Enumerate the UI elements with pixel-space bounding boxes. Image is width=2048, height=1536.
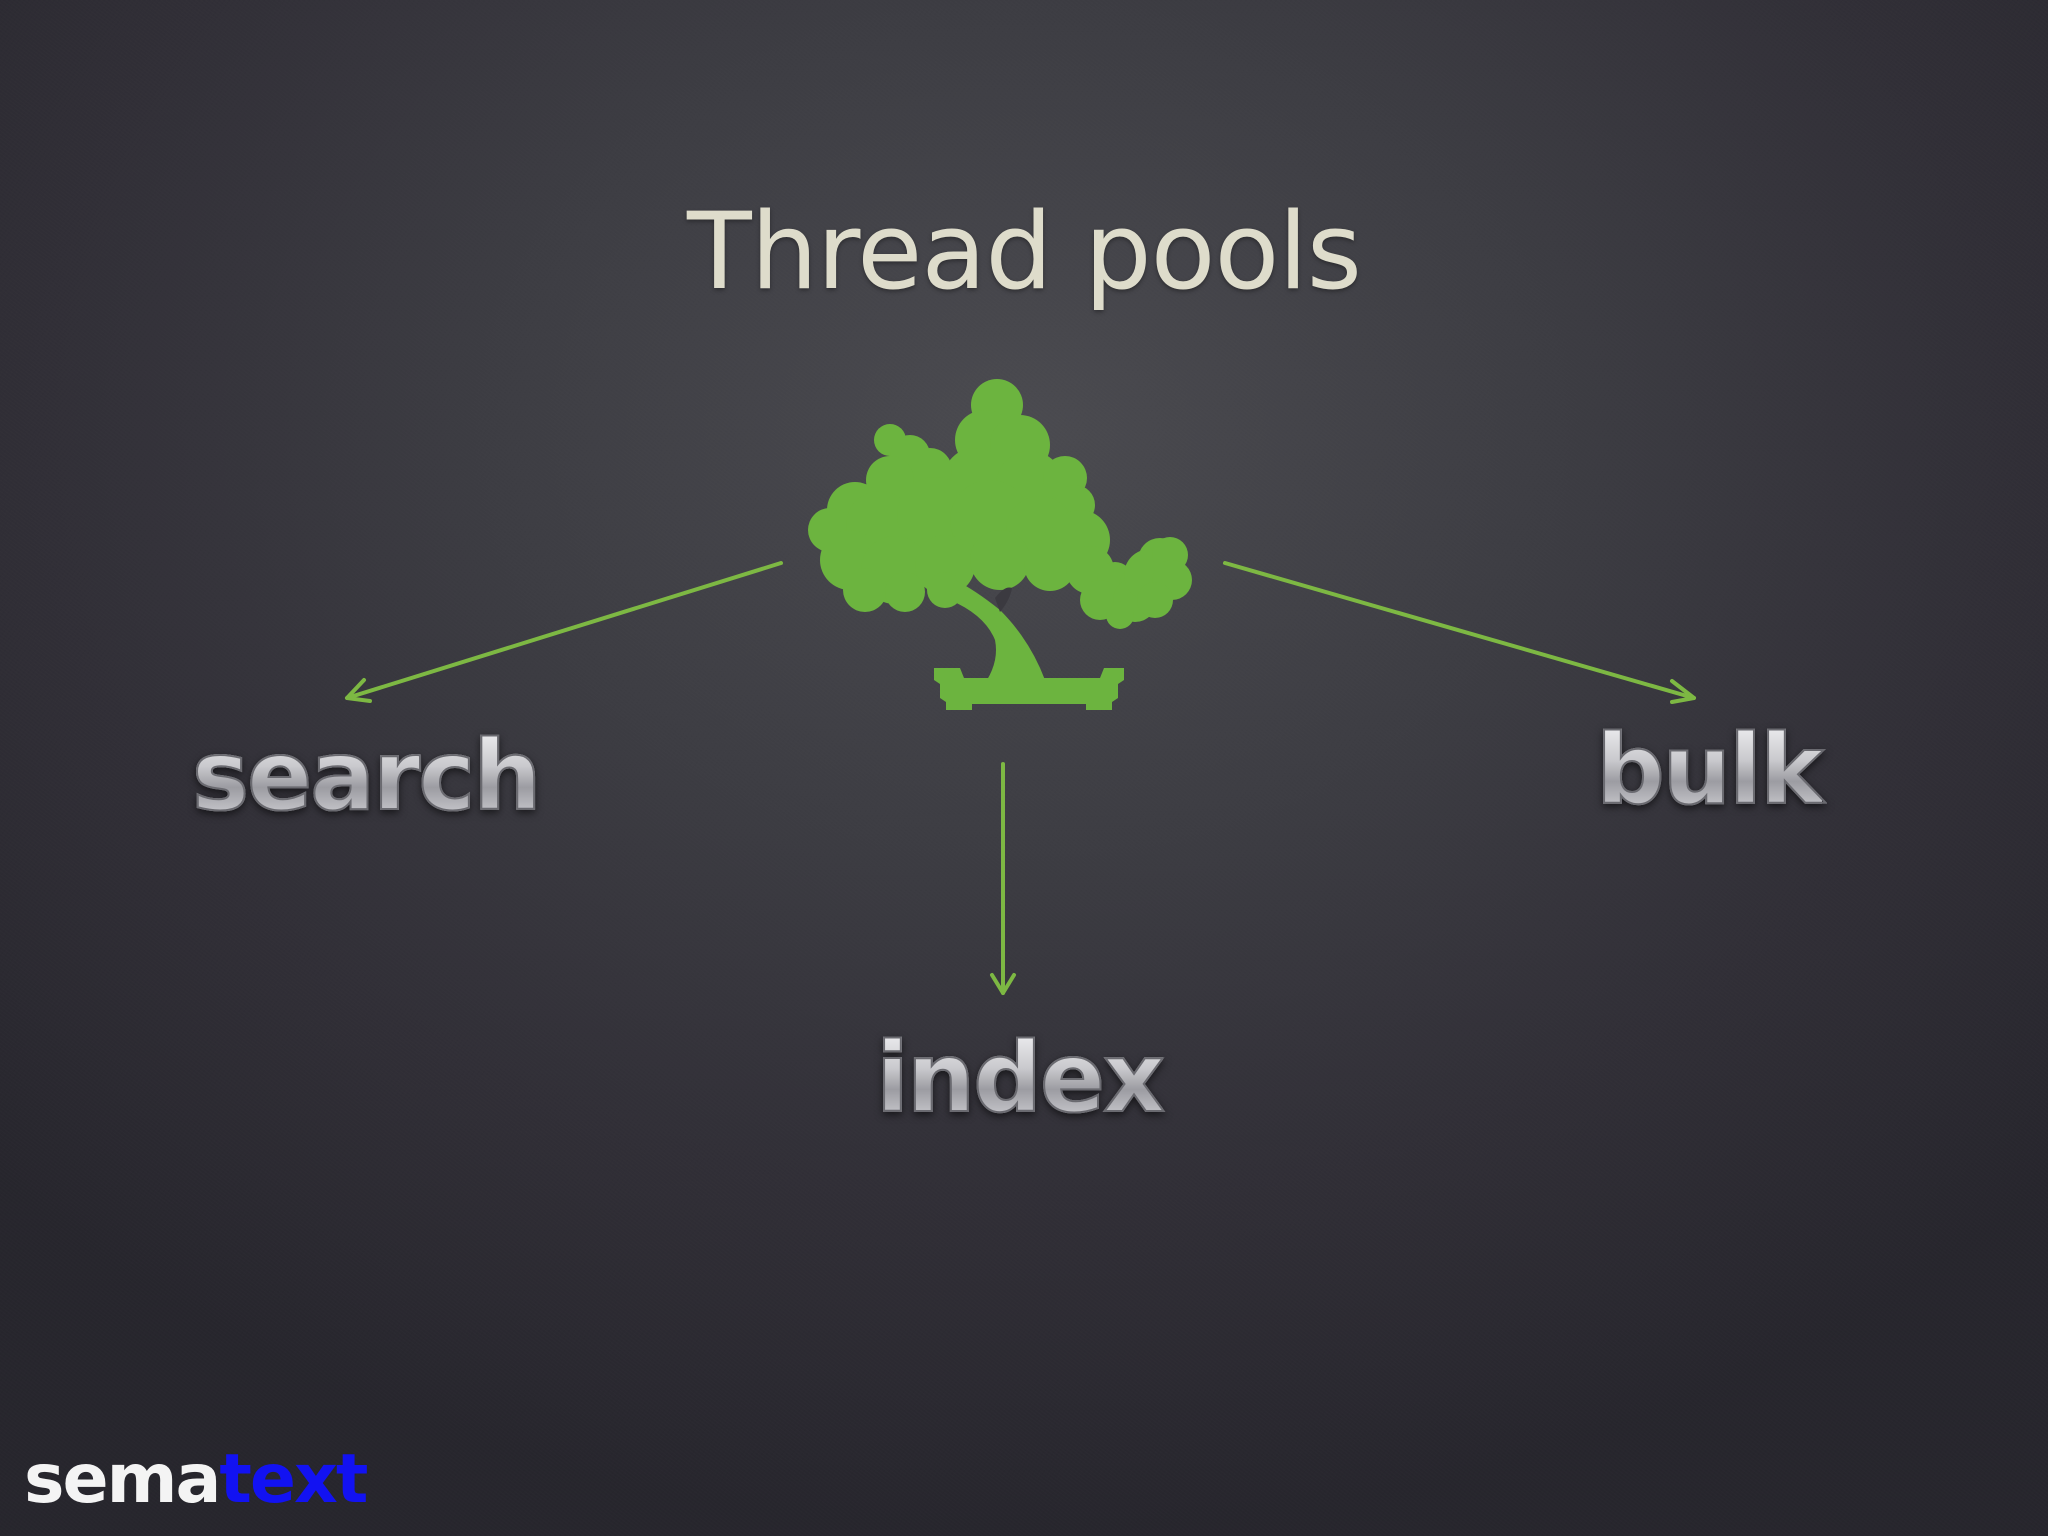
arrow-to-bulk — [1223, 561, 1696, 704]
logo-text-text: text — [219, 1440, 368, 1519]
sematext-logo: sematext — [24, 1446, 368, 1514]
logo-text-sema: sema — [24, 1440, 221, 1519]
arrow-to-index — [990, 762, 1016, 995]
arrow-to-search — [345, 561, 783, 703]
node-bulk: bulk — [1595, 714, 1825, 826]
node-index: index — [875, 1022, 1166, 1134]
bonsai-tree-icon — [808, 379, 1192, 710]
node-search: search — [191, 720, 543, 832]
slide-title: Thread pools — [687, 190, 1362, 314]
